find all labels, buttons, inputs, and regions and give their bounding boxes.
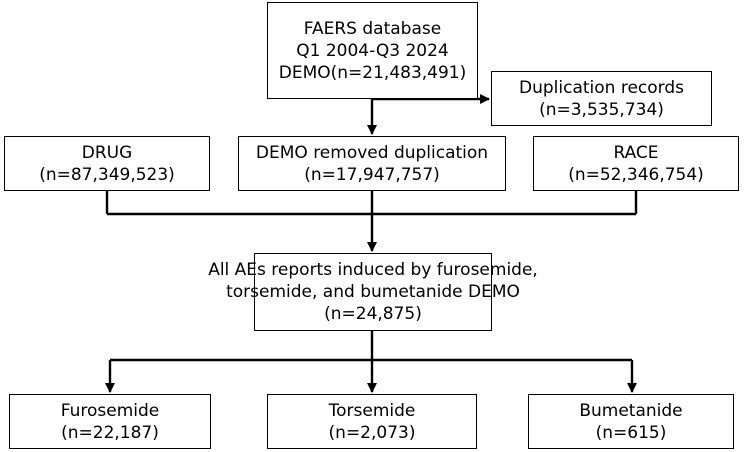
torsemide-title: Torsemide [328,400,416,421]
faers-database-box: FAERS database Q1 2004-Q3 2024 DEMO(n=21… [267,2,478,99]
race-count: (n=52,346,754) [568,164,704,185]
demo-removed-title: DEMO removed duplication [255,142,489,163]
all-aes-line1: All AEs reports induced by furosemide, [208,260,538,280]
demo-removed-count: (n=17,947,757) [304,164,440,185]
bumetanide-title: Bumetanide [579,400,683,421]
faers-demo-count: DEMO(n=21,483,491) [278,62,467,83]
all-aes-line2: torsemide, and bumetanide DEMO [226,282,520,302]
drug-box: DRUG (n=87,349,523) [4,136,210,191]
drug-count: (n=87,349,523) [39,164,175,185]
bumetanide-box: Bumetanide (n=615) [528,394,734,449]
duplication-count: (n=3,535,734) [539,99,664,120]
torsemide-box: Torsemide (n=2,073) [267,394,477,449]
furosemide-count: (n=22,187) [61,422,159,443]
all-aes-reports-box: All AEs reports induced by furosemide, t… [208,253,538,331]
race-title: RACE [613,142,659,163]
furosemide-title: Furosemide [60,400,160,421]
torsemide-count: (n=2,073) [328,422,416,443]
duplication-title: Duplication records [519,77,684,98]
demo-removed-duplication-box: DEMO removed duplication (n=17,947,757) [238,136,506,191]
race-box: RACE (n=52,346,754) [533,136,739,191]
faers-period: Q1 2004-Q3 2024 [296,40,449,61]
faers-title: FAERS database [303,18,442,39]
bumetanide-count: (n=615) [595,422,667,443]
duplication-records-box: Duplication records (n=3,535,734) [491,71,712,126]
all-aes-count: (n=24,875) [324,304,422,324]
furosemide-box: Furosemide (n=22,187) [9,394,211,449]
drug-title: DRUG [81,142,133,163]
